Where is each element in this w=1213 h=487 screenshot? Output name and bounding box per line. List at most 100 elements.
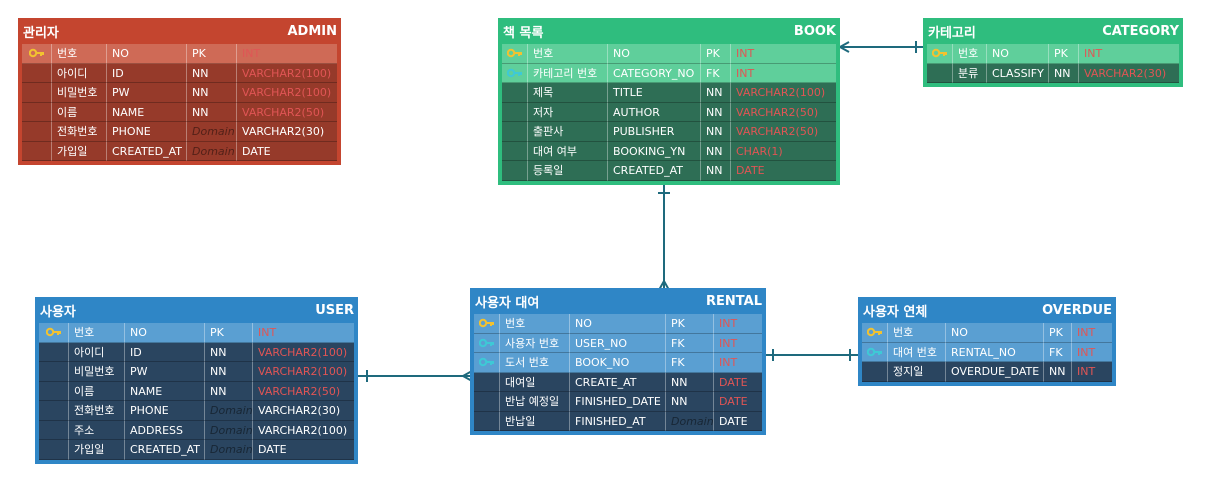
- column-type: INT: [253, 323, 354, 343]
- row-marker: [22, 63, 52, 83]
- column-name: PHONE: [107, 122, 187, 142]
- table-title: 사용자 연체: [863, 304, 928, 320]
- column-name: FINISHED_AT: [570, 411, 666, 431]
- column-type: DATE: [253, 440, 354, 460]
- column-name: PW: [125, 362, 205, 382]
- column-type: VARCHAR2(100): [253, 362, 354, 382]
- column-label: 가입일: [69, 440, 125, 460]
- column-name: NAME: [107, 102, 187, 122]
- column-name: NO: [987, 44, 1049, 64]
- column-label: 분류: [953, 63, 987, 83]
- row-marker: [39, 440, 69, 460]
- table-title: 사용자: [40, 304, 76, 320]
- column-label: 대여 여부: [528, 141, 608, 161]
- column-constraint: PK: [1044, 323, 1072, 343]
- column-label: 주소: [69, 420, 125, 440]
- column-label: 번호: [69, 323, 125, 343]
- column-type: VARCHAR2(100): [253, 343, 354, 362]
- column-constraint: NN: [187, 83, 237, 103]
- primary-key-icon: [927, 44, 953, 64]
- column-name: CLASSIFY: [987, 63, 1049, 83]
- column-type: INT: [714, 314, 762, 334]
- column-type: CHAR(1): [731, 142, 836, 161]
- column-name: USER_NO: [570, 333, 666, 353]
- row-marker: [39, 401, 69, 421]
- column-type: VARCHAR2(50): [731, 122, 836, 142]
- row-marker: [927, 63, 953, 83]
- column-name: NO: [946, 323, 1044, 343]
- primary-key-icon: [502, 44, 528, 64]
- column-label: 이름: [52, 102, 107, 122]
- column-name: OVERDUE_DATE: [946, 362, 1044, 382]
- column-name: AUTHOR: [608, 102, 701, 122]
- column-constraint: NN: [1044, 362, 1072, 382]
- column-constraint: NN: [666, 372, 714, 392]
- column-label: 반납 예정일: [500, 392, 570, 412]
- row-marker: [39, 381, 69, 401]
- column-label: 사용자 번호: [500, 333, 570, 353]
- column-name: CREATED_AT: [125, 440, 205, 460]
- column-label: 대여일: [500, 372, 570, 392]
- column-type: INT: [1072, 343, 1112, 362]
- column-label: 이름: [69, 381, 125, 401]
- table-code: OVERDUE: [1042, 302, 1112, 318]
- primary-key-icon: [474, 314, 500, 334]
- column-label: 카테고리 번호: [528, 63, 608, 83]
- column-type: INT: [714, 353, 762, 373]
- primary-key-icon: [22, 44, 52, 64]
- table-header[interactable]: 사용자 연체 OVERDUE: [860, 299, 1114, 321]
- table-title: 관리자: [23, 25, 59, 41]
- column-label: 번호: [528, 44, 608, 64]
- column-constraint: NN: [205, 362, 253, 382]
- row-marker: [474, 411, 500, 431]
- column-label: 비밀번호: [52, 83, 107, 103]
- column-constraint: NN: [701, 161, 731, 181]
- column-constraint: Domain: [666, 411, 714, 431]
- column-constraint: NN: [1049, 63, 1079, 83]
- column-constraint: PK: [187, 44, 237, 64]
